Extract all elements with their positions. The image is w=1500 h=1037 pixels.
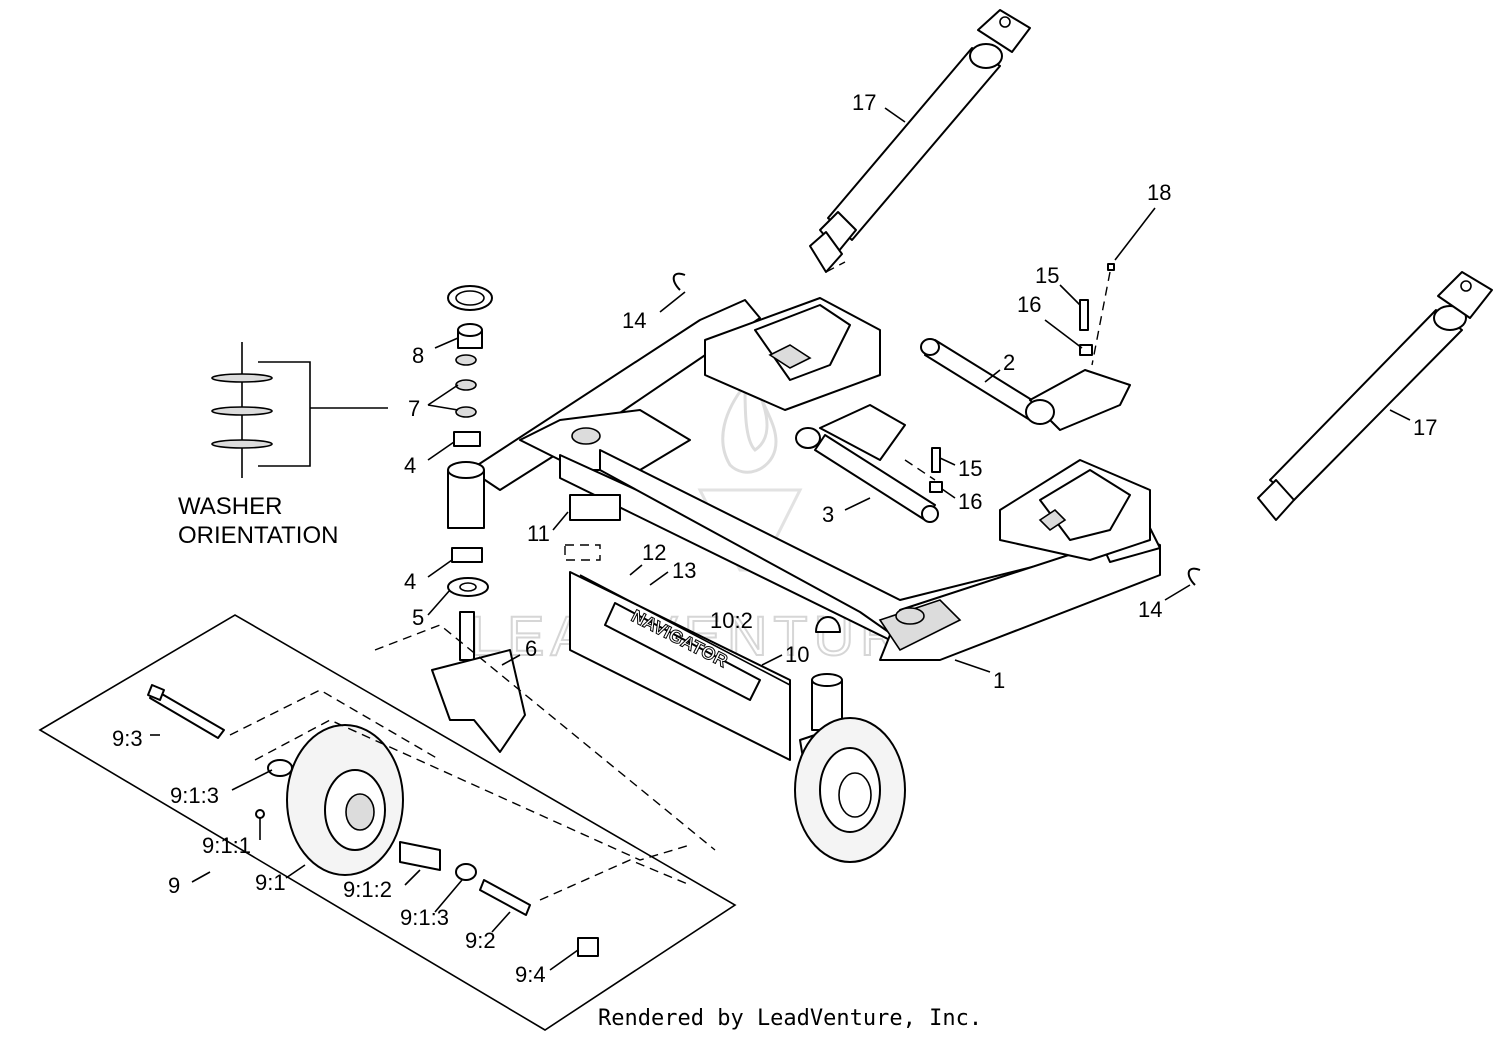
callout-4-lower: 4 [404, 569, 416, 594]
callout-9-4: 9:4 [515, 962, 546, 987]
footer-credit: Rendered by LeadVenture, Inc. [598, 1006, 982, 1031]
callout-1: 1 [993, 668, 1005, 693]
washer-orientation-detail: WASHER ORIENTATION [178, 342, 388, 549]
main-frame [469, 299, 1161, 661]
lift-mount-left [704, 297, 881, 411]
callout-4-upper: 4 [404, 453, 416, 478]
callout-2: 2 [1003, 350, 1015, 375]
callout-12: 12 [642, 540, 666, 565]
wheel-assembly-9 [38, 614, 737, 1031]
callout-6: 6 [525, 636, 537, 661]
pivot-shaft-2 [920, 338, 1131, 431]
callout-9-2: 9:2 [465, 928, 496, 953]
retaining-clips [672, 272, 1201, 586]
leader-lines [150, 107, 1411, 971]
caster-assembly [431, 285, 526, 753]
washer-orientation-line1: WASHER [178, 493, 282, 520]
callout-18: 18 [1147, 180, 1171, 205]
callout-15-lower: 15 [958, 456, 982, 481]
callout-14-left: 14 [622, 308, 646, 333]
watermark-flame-icon [721, 380, 778, 474]
callout-10-2: 10:2 [710, 608, 753, 633]
hydraulic-cylinder-right [1257, 271, 1493, 521]
callout-13: 13 [672, 558, 696, 583]
callout-9-1-1: 9:1:1 [202, 833, 251, 858]
callout-9-1: 9:1 [255, 870, 286, 895]
callout-9-1-3-upper: 9:1:3 [170, 783, 219, 808]
callout-15-upper: 15 [1035, 263, 1059, 288]
callout-16-lower: 16 [958, 489, 982, 514]
callout-9-1-2: 9:1:2 [343, 877, 392, 902]
callout-8: 8 [412, 343, 424, 368]
pivot-shaft-3 [795, 404, 939, 523]
callout-17-right: 17 [1413, 415, 1437, 440]
callout-9-3: 9:3 [112, 726, 143, 751]
right-caster-wheel [794, 673, 906, 863]
callout-14-right: 14 [1138, 597, 1162, 622]
callout-10: 10 [785, 642, 809, 667]
pin-hardware [904, 263, 1115, 493]
lift-mount-right [999, 459, 1151, 561]
callout-16-upper: 16 [1017, 292, 1041, 317]
callouts: 17 18 15 16 14 2 17 15 16 3 8 7 4 11 12 … [112, 90, 1437, 987]
callout-11: 11 [527, 521, 550, 546]
callout-3: 3 [822, 502, 834, 527]
callout-5: 5 [412, 605, 424, 630]
callout-9-1-3-lower: 9:1:3 [400, 905, 449, 930]
callout-7: 7 [408, 396, 420, 421]
callout-17-upper: 17 [852, 90, 876, 115]
washer-orientation-line2: ORIENTATION [178, 522, 338, 549]
callout-9: 9 [168, 873, 180, 898]
hydraulic-cylinder-upper [809, 9, 1031, 273]
